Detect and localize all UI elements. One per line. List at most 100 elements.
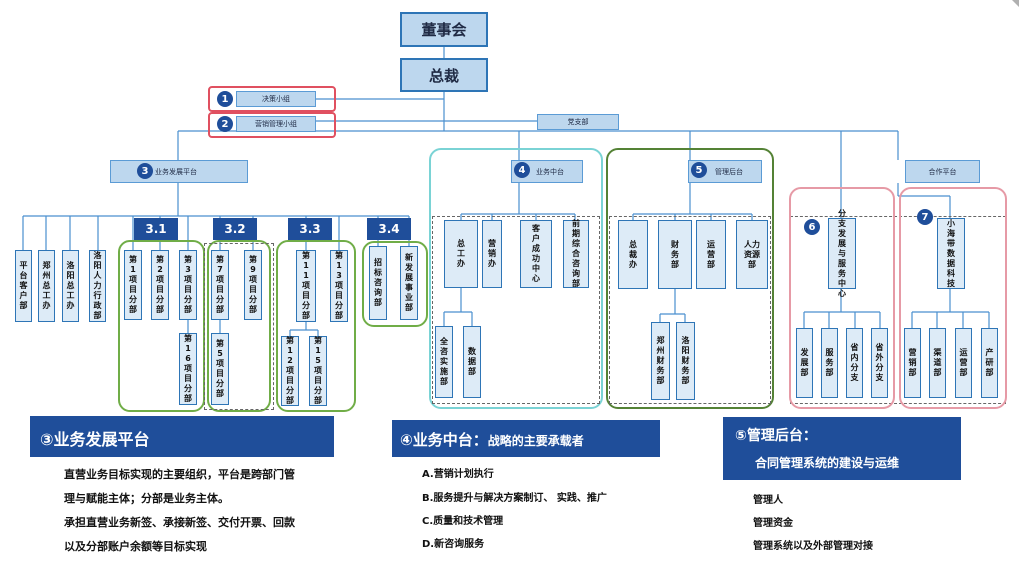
unit-luoyang-hr-admin: 洛阳人力行政部: [89, 250, 106, 322]
marker-7: 7: [917, 209, 933, 225]
unit-label: 数据部: [468, 347, 476, 376]
unit-pre-consulting: 前期综合咨询部: [563, 219, 589, 288]
note-4-subtitle: 战略的主要承载者: [487, 434, 584, 448]
unit-operations: 运营部: [696, 220, 726, 289]
note-4-line-2: B.服务提升与解决方案制订、 实践、推广: [422, 493, 607, 504]
center-6-box: 分支发展与服务中心: [828, 209, 856, 298]
note-3-line-3: 承担直营业务新签、承接新签、交付开票、回款: [64, 516, 295, 529]
unit-label: 运营部: [707, 239, 715, 269]
unit-product-rd: 产研部: [981, 328, 998, 398]
decision-group-box: 决策小组: [236, 91, 316, 107]
party-branch-label: 党支部: [567, 118, 589, 126]
marker-6: 6: [804, 219, 820, 235]
unit-label: 财务部: [671, 239, 679, 269]
group-3-3-frame: [276, 240, 356, 412]
unit-branch-3: 第3项目分部: [179, 250, 197, 320]
subtag-3-4: 3.4: [367, 218, 411, 240]
back-platform-label: 管理后台: [715, 167, 743, 176]
unit-in-province-branch: 省内分支: [846, 328, 863, 398]
unit-channel: 渠道部: [929, 328, 946, 398]
unit-label: 人力资源部: [744, 239, 760, 269]
subtag-3-3: 3.3: [288, 218, 332, 240]
unit-branch-2: 第2项目分部: [151, 250, 169, 320]
subtag-3-1: 3.1: [134, 218, 178, 240]
unit-branch-1: 第1项目分部: [124, 250, 142, 320]
corner-triangle: [1012, 0, 1019, 7]
unit-label: 第16项目分部: [184, 334, 192, 403]
marker-5: 5: [691, 162, 707, 178]
center-6-label: 分支发展与服务中心: [838, 208, 846, 298]
unit-label: 产研部: [985, 348, 994, 377]
unit-label: 运营部: [959, 348, 968, 377]
unit-luoyang-eng-office: 洛阳总工办: [62, 250, 79, 322]
unit-development: 发展部: [796, 328, 813, 398]
middle-platform-label: 业务中台: [536, 167, 564, 176]
unit-label: 营销办: [488, 239, 496, 268]
note-5-subtitle: 合同管理系统的建设与运维: [755, 456, 900, 470]
marker-3: 3: [137, 163, 153, 179]
unit-label: 总工办: [457, 239, 465, 268]
group-3-2-frame: [207, 240, 271, 412]
unit-label: 第12项目分部: [286, 336, 294, 405]
subtag-3-2: 3.2: [213, 218, 257, 240]
note-4-title: ④业务中台：: [400, 431, 488, 449]
unit-label: 总裁办: [629, 239, 637, 269]
unit-label: 客户成功中心: [532, 224, 540, 283]
marker-frame-2: [208, 112, 336, 138]
marker-1: 1: [217, 91, 233, 107]
unit-label: 第9项目分部: [249, 255, 257, 314]
unit-sales: 营销部: [904, 328, 921, 398]
unit-chief-eng-office: 总工办: [444, 220, 478, 288]
note-3-line-2: 理与赋能主体；分部是业务主体。: [64, 492, 229, 505]
unit-branch-11: 第11项目分部: [296, 250, 316, 322]
ceo-label: 总裁: [428, 66, 459, 85]
unit-label: 省内分支: [850, 343, 859, 382]
marker-frame-1: [208, 86, 336, 112]
unit-finance: 财务部: [658, 220, 692, 289]
unit-label: 新发展事业部: [405, 253, 413, 312]
note-5-title: ⑤管理后台：: [735, 428, 817, 444]
note-5-line-3: 管理系统以及外部管理对接: [753, 541, 873, 552]
unit-label: 平台客户部: [19, 261, 28, 310]
unit-label: 第2项目分部: [156, 255, 164, 314]
unit-label: 省外分支: [875, 343, 884, 382]
unit-label: 第3项目分部: [184, 255, 192, 314]
ceo-box: 总裁: [400, 58, 488, 92]
unit-marketing-office: 营销办: [482, 220, 502, 288]
unit-label: 招标咨询部: [374, 258, 382, 307]
middle-frame: [429, 148, 603, 409]
note-3-title: ③业务发展平台: [40, 430, 150, 449]
unit-label: 全咨实施部: [440, 337, 448, 386]
unit-out-province-branch: 省外分支: [871, 328, 888, 398]
unit-data: 数据部: [463, 326, 481, 398]
unit-hr: 人力资源部: [736, 220, 768, 289]
unit-branch-15: 第15项目分部: [309, 336, 327, 406]
unit-label: 发展部: [800, 348, 809, 377]
marker-2: 2: [217, 116, 233, 132]
unit-label: 洛阳人力行政部: [93, 251, 102, 320]
unit-label: 第1项目分部: [129, 255, 137, 314]
unit-label: 第15项目分部: [314, 336, 322, 405]
coop-platform-box: 合作平台: [905, 160, 980, 183]
unit-label: 洛阳总工办: [66, 261, 75, 310]
middle-dashed: [432, 216, 600, 404]
unit-label: 前期综合咨询部: [572, 219, 580, 288]
unit-customer-success: 客户成功中心: [520, 220, 552, 288]
unit-branch-7: 第7项目分部: [211, 250, 229, 320]
unit-label: 渠道部: [933, 348, 942, 377]
note-3-line-4: 以及分部账户余额等目标实现: [64, 540, 207, 553]
marker-4: 4: [514, 162, 530, 178]
back-frame: [606, 148, 774, 409]
marketing-group-label: 营销管理小组: [255, 120, 297, 128]
unit-label: 营销部: [908, 348, 917, 377]
board-box: 董事会: [400, 12, 488, 47]
coop-platform-label: 合作平台: [928, 167, 957, 176]
back-platform-box: 管理后台: [688, 160, 762, 183]
unit-new-business: 新发展事业部: [400, 246, 418, 320]
unit-label: 第13项目分部: [335, 251, 343, 320]
unit-label: 郑州财务部: [656, 336, 665, 385]
unit-president-office: 总裁办: [618, 220, 648, 289]
unit-zhengzhou-finance: 郑州财务部: [651, 322, 670, 400]
